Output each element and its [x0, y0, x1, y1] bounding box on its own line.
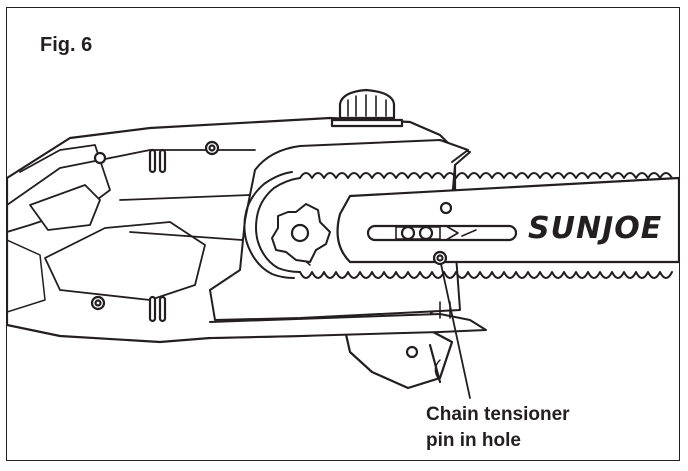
callout-leader	[440, 263, 471, 399]
housing-slot	[148, 295, 157, 323]
callout-text: Chain tensioner pin in hole	[426, 402, 570, 454]
housing-screw	[439, 201, 453, 215]
housing-slot	[148, 148, 157, 174]
bar-slot	[366, 224, 518, 242]
housing-screw	[93, 151, 107, 165]
bar-nut	[400, 225, 416, 241]
figure-label: Fig. 6	[40, 34, 93, 56]
knob-icon	[338, 88, 396, 120]
housing-side-panel	[44, 221, 206, 301]
chain-icon	[299, 172, 673, 179]
brand-logo: SUNJOE	[528, 211, 662, 246]
bar-nut	[418, 225, 434, 241]
callout-line-2: pin in hole	[426, 430, 521, 451]
callout-line-1: Chain tensioner	[426, 404, 570, 425]
housing-slot	[158, 148, 167, 174]
housing-slot	[158, 295, 167, 323]
guard-screw	[405, 345, 419, 359]
housing-vent-panel	[29, 184, 101, 231]
